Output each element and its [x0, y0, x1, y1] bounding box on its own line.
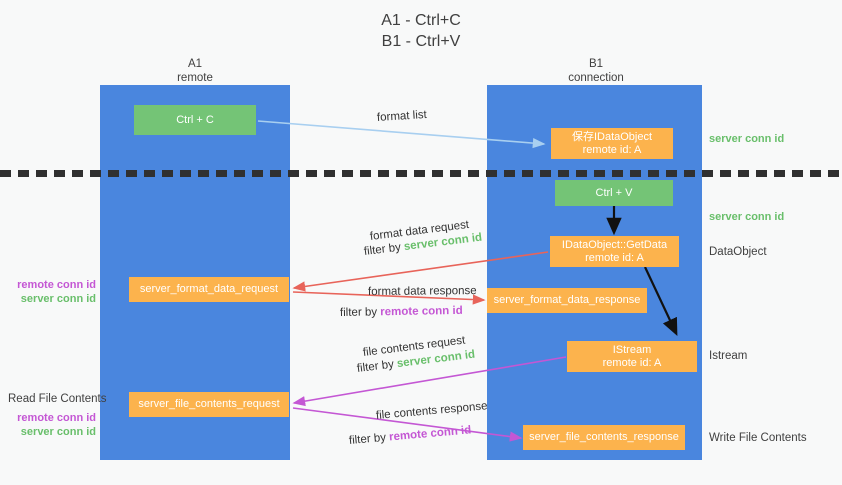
box-server-format-data-request[interactable]: server_format_data_request — [129, 277, 289, 302]
column-a1-sub: remote — [177, 72, 213, 84]
box-server-format-data-response[interactable]: server_format_data_response — [487, 288, 647, 313]
box-ctrl-c-label: Ctrl + C — [176, 113, 214, 126]
left-conn-stack-bottom: remote conn id server conn id — [0, 411, 96, 439]
annotation-format-data-response-filter: filter by remote conn id — [340, 304, 463, 320]
box-server-file-contents-request[interactable]: server_file_contents_request — [129, 392, 289, 417]
right-label-write-file-contents: Write File Contents — [709, 432, 807, 444]
filter-by-label: filter by — [339, 306, 381, 319]
box-save-idataobject[interactable]: 保存IDataObject remote id: A — [551, 128, 673, 159]
box-ctrl-v-label: Ctrl + V — [595, 186, 633, 199]
right-label-istream: Istream — [709, 350, 748, 362]
column-header-a1: A1 remote — [115, 57, 275, 85]
filter-by-label: filter by — [348, 431, 390, 447]
phase-divider — [0, 170, 842, 177]
arrow-format-data-response — [292, 291, 486, 305]
column-a1-name: A1 — [187, 58, 203, 70]
arrow-getdata-istream — [644, 266, 678, 336]
page-title: A1 - Ctrl+C B1 - Ctrl+V — [0, 10, 842, 52]
right-label-dataobject: DataObject — [709, 246, 767, 258]
box-server-file-contents-response-label: server_file_contents_response — [529, 431, 679, 443]
box-ctrl-v[interactable]: Ctrl + V — [555, 180, 673, 206]
box-save-idataobject-remote-id: remote id: A — [582, 143, 642, 156]
column-b1-sub: connection — [568, 72, 624, 84]
box-istream[interactable]: IStream remote id: A — [567, 341, 697, 372]
arrow-format-data-request — [292, 251, 549, 292]
box-istream-remote-id: remote id: A — [602, 356, 662, 369]
box-server-file-contents-response[interactable]: server_file_contents_response — [523, 425, 685, 450]
box-getdata[interactable]: IDataObject::GetData remote id: A — [550, 236, 679, 267]
box-server-format-data-request-label: server_format_data_request — [139, 283, 279, 295]
right-label-server-conn-id-top: server conn id — [709, 133, 785, 145]
title-line-1: A1 - Ctrl+C — [381, 12, 461, 29]
remote-conn-id-highlight: remote conn id — [380, 304, 463, 319]
left-label-remote-conn-id-1: remote conn id — [17, 279, 96, 291]
left-label-read-file-contents: Read File Contents — [8, 393, 107, 405]
left-conn-stack-top: remote conn id server conn id — [0, 278, 96, 306]
column-b1-name: B1 — [588, 58, 604, 70]
left-label-remote-conn-id-2: remote conn id — [17, 412, 96, 424]
box-save-idataobject-label: 保存IDataObject — [571, 130, 653, 143]
annotation-format-data-response-text: format data response — [367, 285, 477, 298]
left-label-server-conn-id-2: server conn id — [20, 426, 96, 438]
box-server-file-contents-request-label: server_file_contents_request — [138, 398, 280, 410]
box-server-format-data-response-label: server_format_data_response — [493, 294, 641, 306]
arrow-format-list — [257, 120, 546, 149]
title-line-2: B1 - Ctrl+V — [381, 33, 461, 50]
column-header-b1: B1 connection — [516, 57, 676, 85]
arrow-file-contents-request — [292, 356, 567, 407]
right-label-server-conn-id-second: server conn id — [709, 211, 785, 223]
arrow-file-contents-response — [292, 407, 523, 442]
box-istream-label: IStream — [612, 343, 652, 356]
annotation-format-data-response: format data response — [368, 284, 477, 299]
box-getdata-remote-id: remote id: A — [585, 251, 644, 264]
left-label-server-conn-id-1: server conn id — [20, 293, 96, 305]
box-getdata-label: IDataObject::GetData — [561, 238, 668, 251]
annotation-format-list-text: format list — [376, 108, 428, 124]
box-ctrl-c[interactable]: Ctrl + C — [134, 105, 256, 135]
